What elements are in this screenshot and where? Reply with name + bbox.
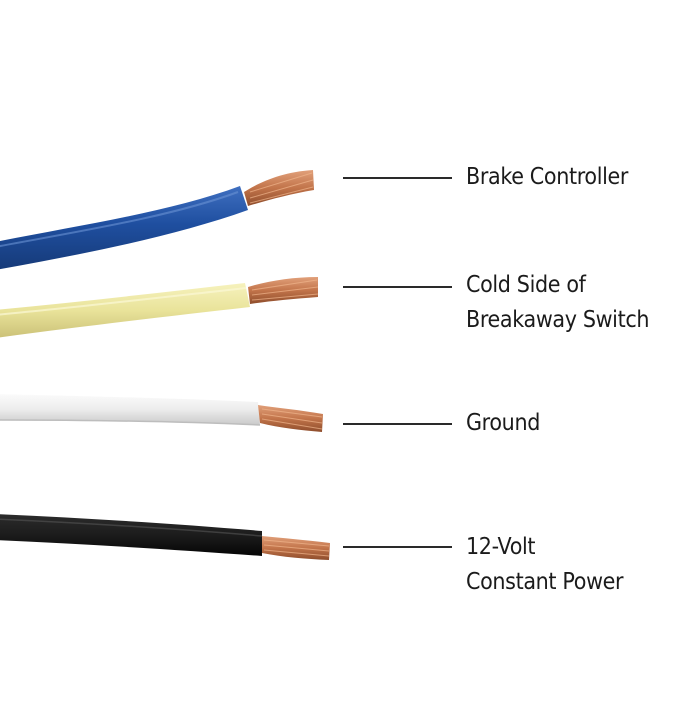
label-ground-line-1: Ground [466, 410, 540, 436]
label-ground: Ground [466, 406, 540, 441]
blue-wire-copper [244, 170, 314, 206]
label-breakaway: Cold Side of Breakaway Switch [466, 268, 649, 338]
blue-wire-strands [249, 172, 314, 204]
blue-wire-highlight [0, 191, 239, 248]
yellow-wire-copper [248, 277, 318, 304]
label-power-line-1: 12-Volt [466, 534, 536, 560]
black-wire-strands [263, 539, 330, 557]
yellow-wire-insulation [0, 283, 250, 338]
white-wire [0, 394, 323, 432]
blue-wire [0, 170, 314, 270]
label-brake: Brake Controller [466, 160, 628, 195]
yellow-wire-strands [251, 279, 319, 301]
yellow-wire [0, 277, 319, 338]
label-breakaway-line-1: Cold Side of [466, 272, 586, 298]
black-wire [0, 514, 330, 560]
label-brake-line-1: Brake Controller [466, 164, 629, 190]
black-wire-highlight [0, 518, 263, 537]
white-wire-shadow [0, 419, 261, 426]
label-power-line-2: Constant Power [466, 569, 624, 595]
leader-line-breakaway [343, 286, 452, 288]
yellow-wire-highlight [0, 287, 247, 316]
white-wire-insulation [0, 394, 260, 425]
label-breakaway-line-2: Breakaway Switch [466, 307, 650, 333]
label-power: 12-Volt Constant Power [466, 530, 624, 600]
leader-line-brake [343, 177, 452, 179]
white-wire-strands [261, 408, 323, 430]
leader-line-power [343, 546, 452, 548]
blue-wire-insulation [0, 186, 248, 270]
leader-line-ground [343, 423, 452, 425]
black-wire-insulation [0, 514, 262, 556]
